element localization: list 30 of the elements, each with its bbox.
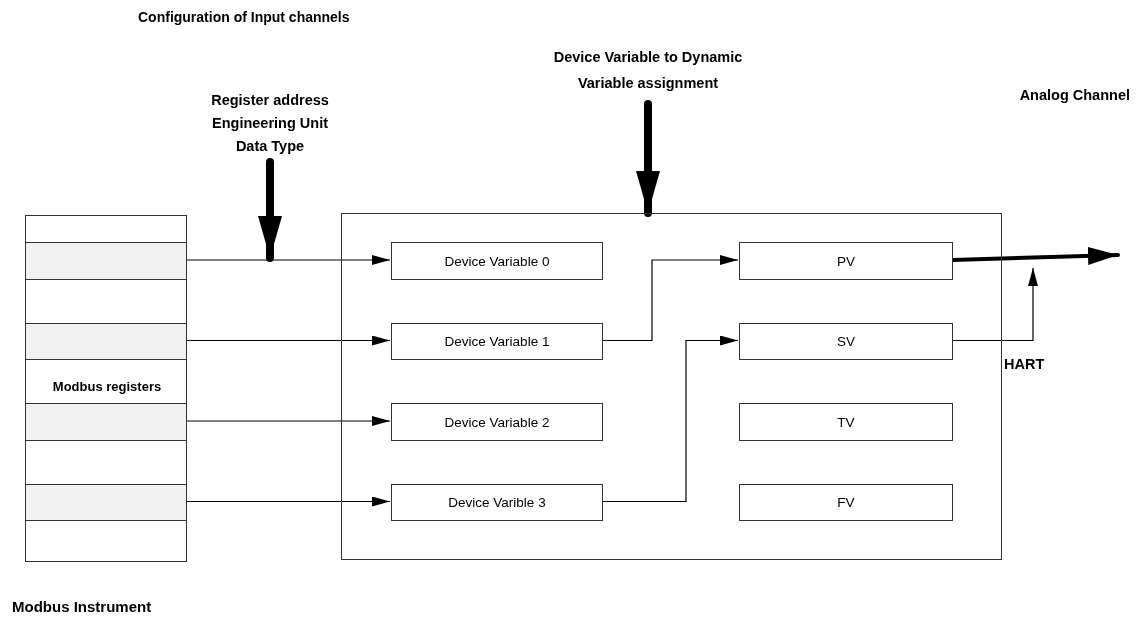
diagram-title: Configuration of Input channels	[138, 9, 350, 25]
arrow	[186, 255, 391, 265]
arrow	[186, 335, 391, 346]
variable-box: Device Variable 2	[391, 403, 603, 441]
arrow	[186, 496, 391, 507]
arrow	[601, 335, 739, 503]
signal-label: HART	[1004, 356, 1046, 372]
variable-box: Device Varible 3	[391, 484, 603, 521]
converter-box	[341, 213, 1002, 560]
variable-box: PV	[739, 242, 953, 280]
annotation-text: Register address Engineering Unit Data Type	[200, 89, 340, 159]
variable-box: TV	[739, 403, 953, 441]
arrow	[601, 255, 739, 342]
instrument-label: Modbus Instrument	[12, 598, 152, 615]
signal-label: Analog Channel	[1018, 87, 1130, 103]
variable-box: Device Variable 0	[391, 242, 603, 280]
variable-box: SV	[739, 323, 953, 360]
annotation-text: Device Variable to Dynamic Variable assignment	[528, 44, 768, 98]
register-row	[25, 242, 187, 280]
register-row	[25, 403, 187, 441]
arrow	[951, 267, 1038, 342]
register-row	[25, 484, 187, 521]
variable-box: Device Variable 1	[391, 323, 603, 360]
thick-arrow	[258, 158, 282, 262]
register-column	[25, 215, 187, 562]
variable-box: FV	[739, 484, 953, 521]
thick-arrow	[636, 100, 660, 217]
column-label: Modbus registers	[51, 379, 163, 394]
arrow	[186, 416, 391, 426]
register-row	[25, 323, 187, 360]
